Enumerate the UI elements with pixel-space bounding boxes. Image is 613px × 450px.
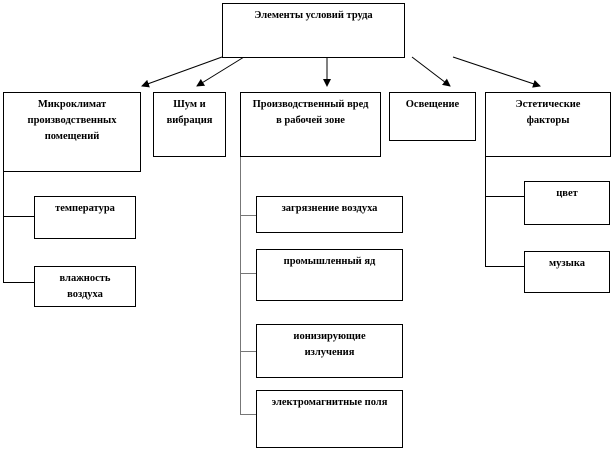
arrow-to-aesthetic (452, 56, 541, 88)
aesthetic-branch (485, 156, 524, 267)
item-color: цвет (524, 181, 610, 225)
category-harm: Производственный вред в рабочей зоне (240, 92, 381, 157)
arrow-to-microclimate (141, 56, 223, 88)
item-industrial-poison: промышленный яд (256, 249, 403, 301)
category-aesthetic: Эстетические факторы (485, 92, 611, 157)
harm-branch (240, 156, 256, 415)
arrow-to-noise (196, 56, 245, 87)
item-music: музыка (524, 251, 610, 293)
microclimate-branch (3, 171, 34, 283)
arrow-to-lighting (411, 56, 451, 87)
category-lighting: Освещение (389, 92, 476, 141)
item-humidity: влажность воздуха (34, 266, 136, 307)
root-box: Элементы условий труда (222, 3, 405, 58)
item-air-pollution: загрязнение воздуха (256, 196, 403, 233)
item-ionizing-radiation: ионизирующие излучения (256, 324, 403, 378)
category-noise: Шум и вибрация (153, 92, 226, 157)
item-em-fields: электромагнитные поля (256, 390, 403, 448)
item-temperature: температура (34, 196, 136, 239)
category-microclimate: Микроклимат производственных помещений (3, 92, 141, 172)
